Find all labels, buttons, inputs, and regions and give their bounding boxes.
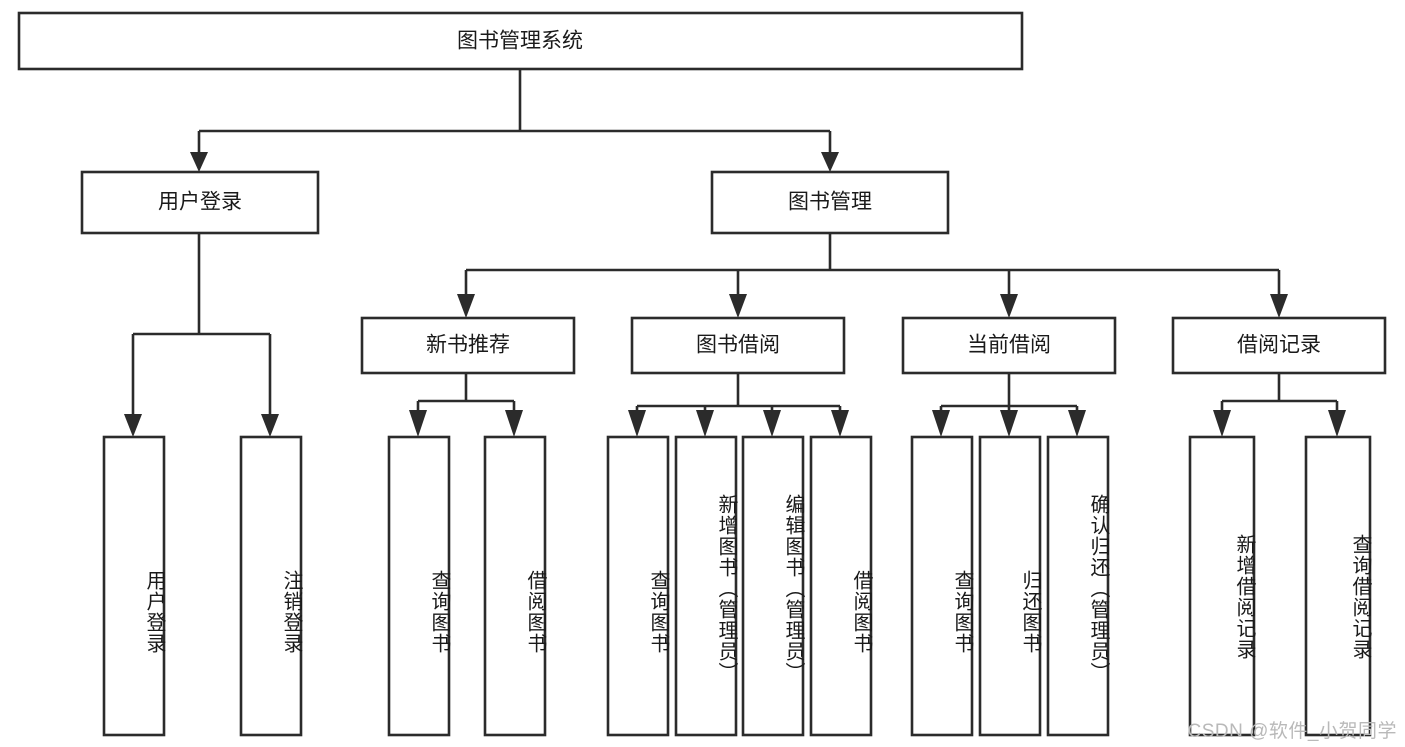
arrow-head-icon — [1270, 294, 1288, 318]
node-root[interactable]: 图书管理系统 — [17, 11, 1024, 71]
node-book-management[interactable]: 图书管理 — [710, 170, 950, 235]
node-user-login-label: 用户登录 — [158, 191, 242, 214]
leaf-box-confirm-return[interactable] — [1046, 435, 1110, 737]
arrow-head-icon — [457, 294, 475, 318]
leaf-box-add-record[interactable] — [1188, 435, 1256, 737]
node-new-book-recommend-box[interactable] — [360, 316, 576, 375]
node-current-borrow[interactable]: 当前借阅 — [901, 316, 1117, 375]
node-new-book-recommend-label: 新书推荐 — [426, 334, 510, 357]
node-current-borrow-box[interactable] — [901, 316, 1117, 375]
arrow-head-icon — [409, 410, 427, 437]
node-book-management-label: 图书管理 — [788, 191, 872, 214]
arrow-head-icon — [1328, 410, 1346, 437]
node-book-borrow-box[interactable] — [630, 316, 846, 375]
arrow-head-icon — [821, 152, 839, 172]
arrow-head-icon — [1213, 410, 1231, 437]
node-borrow-record-box[interactable] — [1171, 316, 1387, 375]
leaf-box-edit-book[interactable] — [741, 435, 805, 737]
node-borrow-record-label: 借阅记录 — [1237, 334, 1321, 357]
leaf-box-borrow-book-2[interactable] — [809, 435, 873, 737]
arrow-head-icon — [1000, 294, 1018, 318]
connector-group-new-book-recommend — [409, 373, 523, 437]
leaf-box-query-book-2[interactable] — [606, 435, 670, 737]
node-user-login-box[interactable] — [80, 170, 320, 235]
arrow-head-icon — [505, 410, 523, 437]
leaf-box-query-book-3[interactable] — [910, 435, 974, 737]
connector-group-user-login — [124, 233, 279, 437]
connector-group-borrow-record — [1213, 373, 1346, 437]
leaf-box-query-book-1[interactable] — [387, 435, 451, 737]
connector-group-book-borrow — [628, 373, 849, 437]
arrow-head-icon — [696, 410, 714, 437]
leaf-box-add-book[interactable] — [674, 435, 738, 737]
connector-group-root — [190, 69, 839, 172]
leaf-box-borrow-book-1[interactable] — [483, 435, 547, 737]
node-book-borrow-label: 图书借阅 — [696, 334, 780, 357]
node-book-borrow[interactable]: 图书借阅 — [630, 316, 846, 375]
node-root-box[interactable] — [17, 11, 1024, 71]
arrow-head-icon — [932, 410, 950, 437]
arrow-head-icon — [1000, 410, 1018, 437]
node-borrow-record[interactable]: 借阅记录 — [1171, 316, 1387, 375]
node-user-login[interactable]: 用户登录 — [80, 170, 320, 235]
arrow-head-icon — [261, 414, 279, 437]
arrow-head-icon — [729, 294, 747, 318]
node-new-book-recommend[interactable]: 新书推荐 — [360, 316, 576, 375]
arrow-head-icon — [190, 152, 208, 172]
leaf-box-query-record[interactable] — [1304, 435, 1372, 737]
arrow-head-icon — [628, 410, 646, 437]
leaf-box-logout-login[interactable] — [239, 435, 303, 737]
node-current-borrow-label: 当前借阅 — [967, 334, 1051, 357]
node-book-management-box[interactable] — [710, 170, 950, 235]
arrow-head-icon — [124, 414, 142, 437]
leaf-box-user-login[interactable] — [102, 435, 166, 737]
arrow-head-icon — [1068, 410, 1086, 437]
node-root-label: 图书管理系统 — [457, 30, 583, 53]
leaf-box-return-book[interactable] — [978, 435, 1042, 737]
arrow-head-icon — [763, 410, 781, 437]
connector-group-current-borrow — [932, 373, 1086, 437]
csdn-watermark: CSDN @软件_小贺同学 — [1187, 721, 1397, 742]
arrow-head-icon — [831, 410, 849, 437]
connector-group-book-management — [457, 233, 1288, 318]
